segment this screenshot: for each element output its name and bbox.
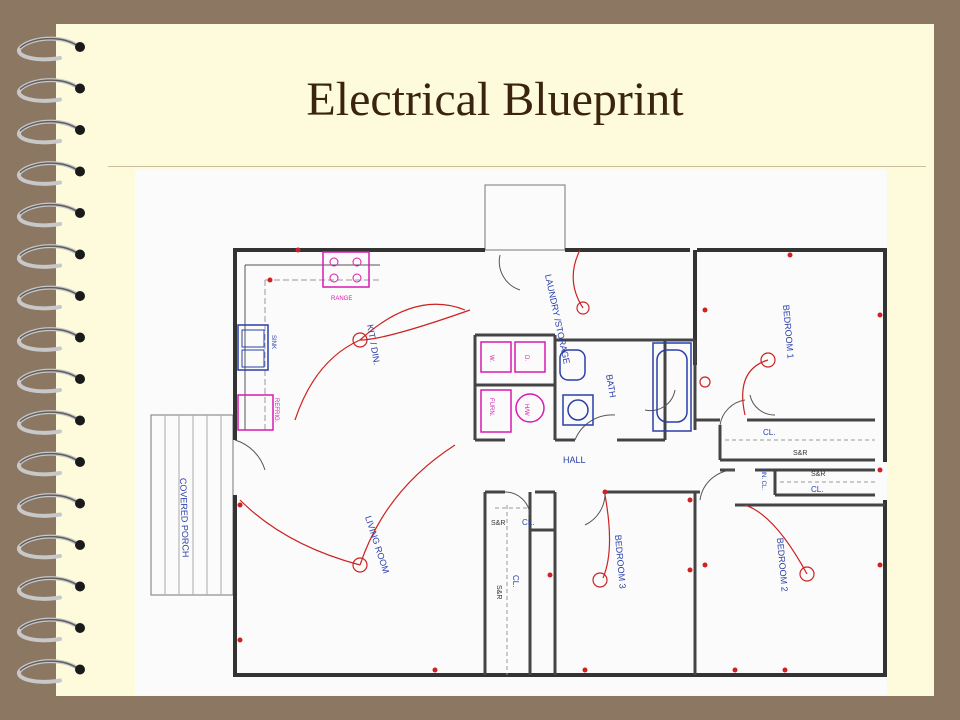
fixture-label-sink: SINK <box>270 335 276 349</box>
fixture-label-washer: W. <box>488 355 494 362</box>
slide-title: Electrical Blueprint <box>306 73 684 126</box>
light-fixtures <box>352 301 815 588</box>
room-label-covered-porch: COVERED PORCH <box>178 478 191 558</box>
fixture-label-furnace: FURN. <box>488 398 494 417</box>
binding-coil <box>16 202 85 228</box>
fixture-label-dryer: D. <box>523 355 529 361</box>
fixture-label-shelf-rod-bedroom-1: S&R <box>793 450 807 457</box>
fixture-label-linen-closet: LIN. CL. <box>760 468 766 490</box>
kitchen-fixtures <box>237 251 380 431</box>
spiral-binding-icon <box>16 36 85 684</box>
fixture-label-shelf-rod-bedroom-2: S&R <box>811 471 825 478</box>
binding-coil <box>16 36 85 62</box>
binding-coil <box>16 493 85 518</box>
fixture-label-water-heater: H/W <box>523 404 529 416</box>
fixture-label-refrigerator: REFRIG. <box>273 398 279 423</box>
fixture-label-closet-bedroom-1: CL. <box>763 428 775 437</box>
room-label-bedroom-3: BEDROOM 3 <box>613 534 628 589</box>
binding-coil <box>16 119 85 145</box>
room-label-bedroom-1: BEDROOM 1 <box>781 304 796 359</box>
binding-coil <box>16 410 85 435</box>
binding-coil <box>16 285 85 311</box>
room-label-bath: BATH <box>604 374 618 399</box>
room-label-bedroom-2: BEDROOM 2 <box>775 537 790 592</box>
bath-fixtures <box>559 342 692 432</box>
electrical-floor-plan: KIT. / DIN. LAUNDRY /STORAGE BEDROOM 1 B… <box>135 170 887 695</box>
electrical-wiring <box>239 249 808 579</box>
utility-fixtures <box>480 341 546 433</box>
binding-coil <box>16 617 85 643</box>
binding-coil <box>16 451 85 477</box>
binding-coil <box>16 327 85 352</box>
room-label-hall: HALL <box>563 455 586 465</box>
doors <box>234 254 776 526</box>
fixture-label-closet-hall: CL. <box>511 575 520 587</box>
fixture-label-shelf-rod-bedroom-3: S&R <box>491 520 505 527</box>
binding-coil <box>16 244 85 269</box>
title-divider <box>108 166 926 167</box>
binding-coil <box>16 659 85 684</box>
binding-coil <box>16 161 85 186</box>
binding-coil <box>16 78 85 103</box>
fixture-label-shelf-rod-hall: S&R <box>495 585 502 599</box>
fixture-label-closet-bedroom-3: CL. <box>522 518 534 527</box>
fixture-label-range: RANGE <box>331 296 352 302</box>
binding-coil <box>16 576 85 601</box>
binding-coil <box>16 534 85 560</box>
closet-shelves <box>495 439 875 675</box>
binding-coil <box>16 368 85 394</box>
outlets <box>237 247 883 673</box>
fixture-label-closet-bedroom-2: CL. <box>811 485 823 494</box>
